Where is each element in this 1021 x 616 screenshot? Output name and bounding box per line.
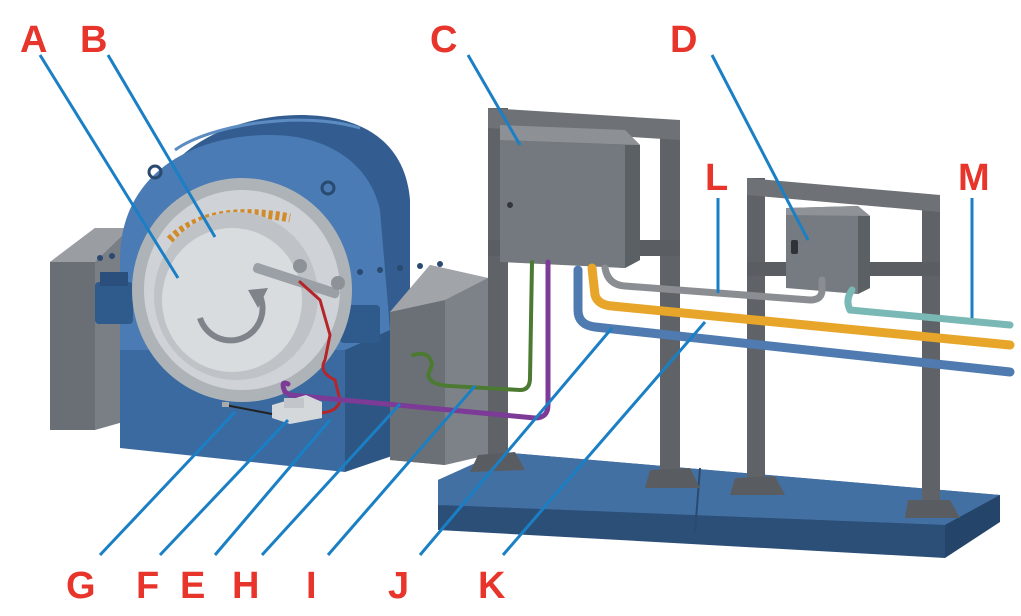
leader-line-d [710, 54, 810, 241]
callout-a: A [20, 19, 47, 61]
callout-labels: A B C D L M G F E H I J K [20, 19, 990, 607]
cables [280, 259, 551, 421]
cabinet-c [500, 125, 640, 268]
leader-line-i [326, 385, 477, 556]
right-terminal-box [390, 265, 488, 465]
callout-f: F [136, 565, 159, 607]
leader-line-h [260, 402, 402, 557]
callout-k: K [478, 565, 506, 607]
leader-line-f [158, 418, 290, 557]
callout-i: I [306, 565, 317, 607]
junction-device-f [272, 395, 322, 424]
leader-line-j [418, 327, 614, 556]
rotor-assembly [132, 178, 352, 402]
leader-lines [38, 54, 974, 557]
callout-g: G [66, 565, 96, 607]
callout-m: M [958, 157, 990, 199]
callout-l: L [705, 157, 728, 199]
circular-arrow-icon [197, 288, 268, 344]
callout-b: B [80, 19, 107, 61]
conduits [573, 263, 1015, 377]
leader-line-b [106, 54, 217, 238]
frame-d [730, 178, 960, 518]
leader-line-e [213, 419, 332, 556]
probe-g [222, 402, 273, 415]
callout-d: D [670, 19, 697, 61]
callout-h: H [232, 565, 259, 607]
callout-j: J [388, 565, 409, 607]
callout-e: E [180, 565, 205, 607]
leader-line-g [98, 410, 237, 557]
leader-line-c [466, 54, 522, 146]
leader-line-k [501, 321, 707, 556]
foundation-base [438, 452, 1000, 558]
left-terminal-box [50, 228, 130, 430]
callout-c: C [430, 19, 457, 61]
leader-line-a [38, 54, 180, 279]
